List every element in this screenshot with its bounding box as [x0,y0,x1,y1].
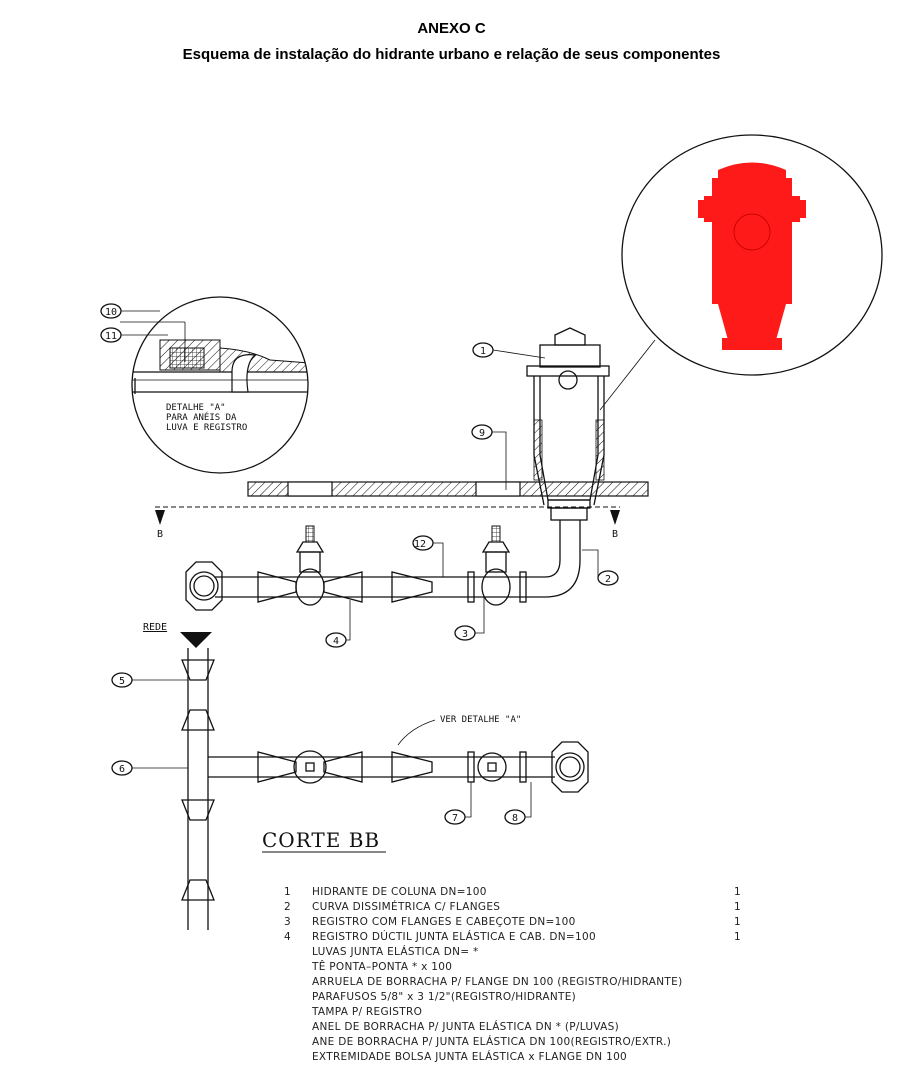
svg-text:B: B [157,529,163,540]
upper-pipe-run [185,520,581,611]
callout-12: 12 [412,535,444,577]
callout-6: 6 [111,760,188,776]
see-detail-label: VER DETALHE "A" [440,715,521,725]
lower-pipe-run [208,719,589,793]
detail-a-circle: DETALHE "A" PARA ANÉIS DA LUVA E REGISTR… [120,296,309,474]
hydrant-image [698,162,806,350]
callout-7: 7 [444,782,472,825]
ground-slab [155,481,649,508]
svg-text:7: 7 [452,813,458,824]
detail-note-line-1: DETALHE "A" [166,403,226,413]
network-label: REDE [143,622,167,633]
svg-text:6: 6 [119,764,125,775]
section-title: CORTE BB [262,828,380,852]
svg-text:3: 3 [462,629,468,640]
callout-10: 10 [100,303,160,319]
detail-note-line-2: PARA ANÉIS DA [166,411,237,423]
svg-text:4: 4 [333,636,339,647]
annex-title: ANEXO C [417,20,486,37]
callout-11: 11 [100,327,168,343]
page-title: Esquema de instalação do hidrante urbano… [182,46,721,63]
svg-text:8: 8 [512,813,518,824]
svg-text:12: 12 [414,539,426,550]
detail-note-line-3: LUVA E REGISTRO [166,423,247,433]
svg-text:B: B [612,529,618,540]
callout-2: 2 [582,549,619,586]
callout-9: 9 [471,424,507,490]
svg-text:10: 10 [105,307,117,318]
hydrant-column-section [526,327,610,521]
section-mark-left: B [155,510,165,540]
svg-text:5: 5 [119,676,125,687]
callout-3: 3 [454,597,485,641]
section-mark-right: B [610,510,620,540]
callout-5: 5 [111,672,188,688]
hydrant-detail-circle [599,134,883,411]
svg-text:2: 2 [605,574,611,585]
svg-text:9: 9 [479,428,485,439]
network-vertical-pipe [180,632,215,930]
svg-text:1: 1 [480,346,486,357]
callout-8: 8 [504,782,532,825]
callout-4: 4 [325,600,351,648]
svg-text:11: 11 [105,331,117,342]
callout-1: 1 [472,342,546,359]
